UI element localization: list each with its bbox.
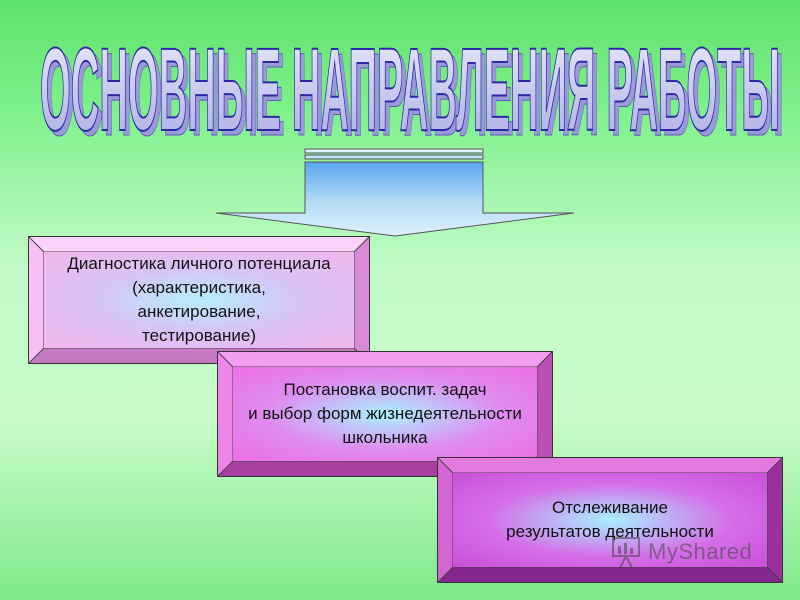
watermark-text: MyShared <box>648 539 753 564</box>
box1-line: тестирование) <box>141 326 257 345</box>
slide-title: ОСНОВНЫЕ НАПРАВЛЕНИЯ РАБОТЫ ОСНОВНЫЕ НАП… <box>39 23 785 152</box>
box3-text: Отслеживание результатов деятельности <box>453 473 767 567</box>
box2-line: Постановка воспит. задач <box>283 380 487 399</box>
box3-line: Отслеживание <box>551 498 668 517</box>
box3-line: результатов деятельности <box>506 522 714 541</box>
box2-text: Постановка воспит. задач и выбор форм жи… <box>233 367 537 461</box>
box1-line: Диагностика личного потенциала <box>67 254 331 273</box>
box1-line: (характеристика, <box>132 278 266 297</box>
box1-text: Диагностика личного потенциала (характер… <box>44 252 354 348</box>
box1-line: анкетирование, <box>137 302 261 321</box>
watermark: MyShared <box>610 534 770 576</box>
title-shadow: ОСНОВНЫЕ НАПРАВЛЕНИЯ РАБОТЫ <box>44 29 784 152</box>
tasks-box: Постановка воспит. задач и выбор форм жи… <box>217 351 553 477</box>
down-arrow <box>215 148 575 237</box>
box2-line: и выбор форм жизнедеятельности <box>248 404 522 423</box>
diagnostics-box: Диагностика личного потенциала (характер… <box>28 236 370 364</box>
box3-frame <box>437 457 783 583</box>
box2-line: школьника <box>342 428 428 447</box>
monitoring-box: Отслеживание результатов деятельности <box>437 457 783 583</box>
title-text: ОСНОВНЫЕ НАПРАВЛЕНИЯ РАБОТЫ <box>40 24 780 152</box>
presentation-icon <box>612 537 640 571</box>
